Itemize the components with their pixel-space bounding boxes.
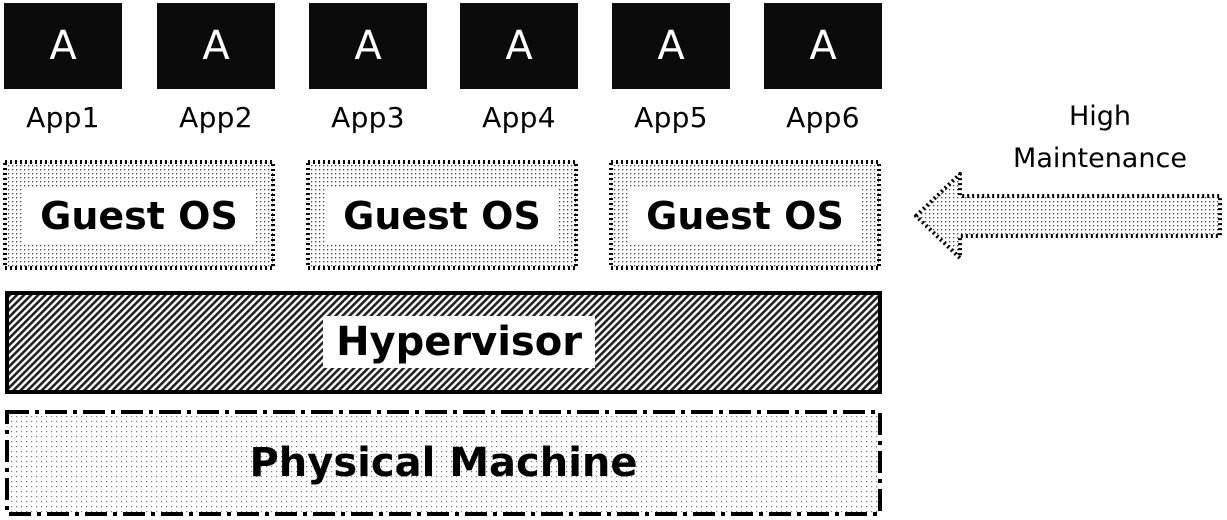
- guest-os-label: Guest OS: [326, 188, 558, 244]
- app-label: App1: [26, 101, 100, 134]
- app-4: A App4: [460, 3, 578, 134]
- left-arrow-icon: [914, 172, 1222, 260]
- guest-os-box-2: Guest OS: [306, 160, 578, 270]
- app-label: App5: [634, 101, 708, 134]
- hypervisor-label: Hypervisor: [323, 316, 595, 368]
- guest-os-box-1: Guest OS: [3, 160, 275, 270]
- apps-row: A App1 A App2 A App3 A App4 A App5 A App…: [0, 3, 900, 148]
- physical-machine-frame: [5, 410, 882, 516]
- hypervisor-layer: Hypervisor: [5, 291, 882, 394]
- physical-machine-layer: Physical Machine: [5, 410, 882, 516]
- app-label: App6: [786, 101, 860, 134]
- app-icon: A: [460, 3, 578, 89]
- maintenance-line-2: Maintenance: [1013, 143, 1187, 174]
- app-icon: A: [764, 3, 882, 89]
- app-6: A App6: [764, 3, 882, 134]
- app-1: A App1: [4, 3, 122, 134]
- physical-machine-label: Physical Machine: [249, 440, 638, 486]
- app-label: App3: [331, 101, 405, 134]
- app-2: A App2: [157, 3, 275, 134]
- high-maintenance-label: High Maintenance: [985, 96, 1215, 180]
- guest-os-box-3: Guest OS: [609, 160, 881, 270]
- app-label: App2: [179, 101, 253, 134]
- app-icon: A: [4, 3, 122, 89]
- app-5: A App5: [612, 3, 730, 134]
- app-icon: A: [612, 3, 730, 89]
- maintenance-line-1: High: [1068, 101, 1132, 132]
- guest-os-label: Guest OS: [629, 188, 861, 244]
- app-3: A App3: [309, 3, 427, 134]
- app-icon: A: [309, 3, 427, 89]
- app-label: App4: [482, 101, 556, 134]
- guest-os-label: Guest OS: [23, 188, 255, 244]
- app-icon: A: [157, 3, 275, 89]
